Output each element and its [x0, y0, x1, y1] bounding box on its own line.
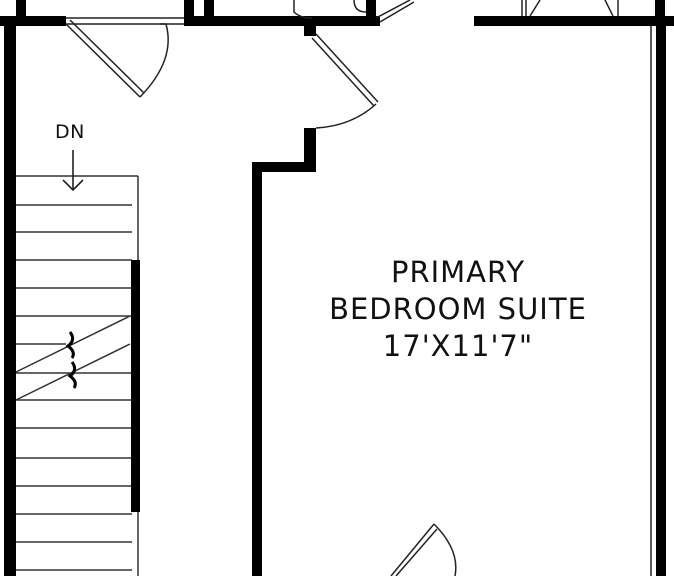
- down-arrow-icon: [62, 150, 84, 192]
- top-walls: [0, 0, 674, 26]
- right-wall: [656, 18, 666, 576]
- room-dimensions: 17'X11'7": [382, 329, 534, 363]
- bottom-door-swing: [390, 523, 457, 576]
- room-name-line1: PRIMARY: [390, 255, 526, 289]
- left-wall: [4, 18, 16, 576]
- bedroom-door-swing: [304, 26, 379, 129]
- bedroom-left-wall: [252, 128, 316, 576]
- staircase: [15, 175, 139, 576]
- room-label: PRIMARY BEDROOM SUITE 17'X11'7": [300, 254, 616, 365]
- stairs-direction-label: DN: [55, 121, 85, 143]
- top-fixtures: [66, 0, 619, 25]
- hall-door-swing: [65, 19, 169, 98]
- room-name-line2: BEDROOM SUITE: [329, 292, 587, 326]
- stair-rail: [131, 260, 140, 512]
